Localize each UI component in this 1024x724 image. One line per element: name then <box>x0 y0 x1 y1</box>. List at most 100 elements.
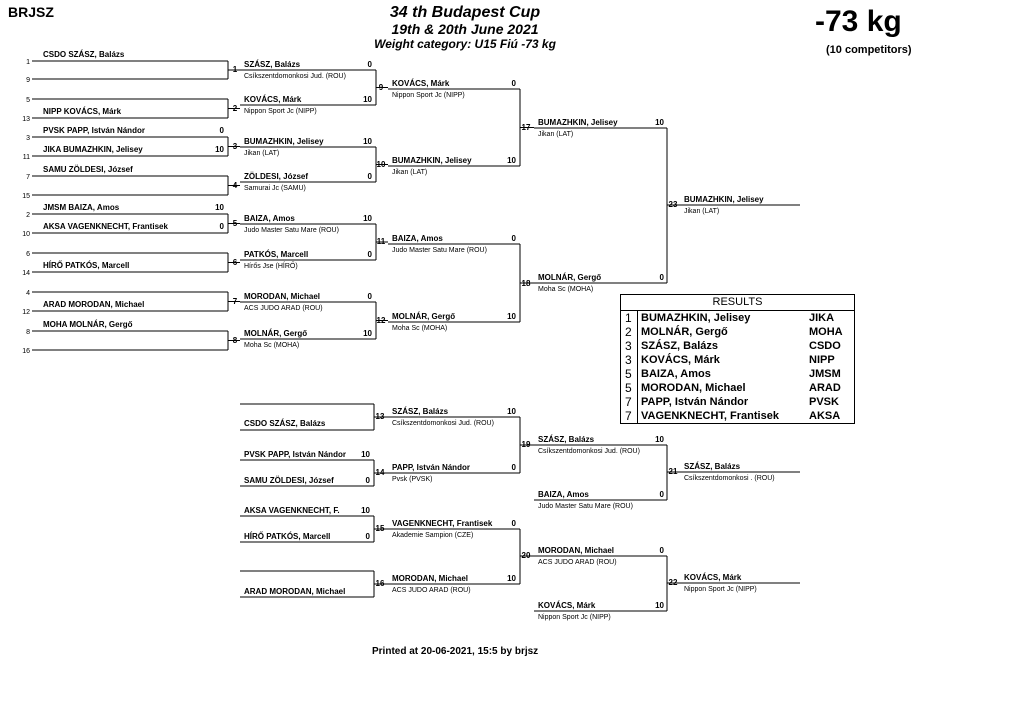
rep-entry: SAMU ZÖLDESI, József <box>244 476 334 485</box>
draw-seed: 2 <box>26 212 30 219</box>
draw-score: 10 <box>215 145 224 154</box>
draw-seed: 9 <box>26 77 30 84</box>
result-club: AKSA <box>809 410 841 422</box>
r1-score: 0 <box>367 292 372 301</box>
semi-score: 0 <box>659 273 664 282</box>
r1-name: ZÖLDESI, József <box>244 172 309 181</box>
r1-name: MOLNÁR, Gergő <box>244 329 308 338</box>
r1-score: 0 <box>367 60 372 69</box>
rep-score: 0 <box>511 463 516 472</box>
r1-club: Hírős Jse (HÍRŐ) <box>244 263 298 270</box>
r1-club: Samurai Jc (SAMU) <box>244 185 306 192</box>
draw-entry: ARAD MORODAN, Michael <box>43 300 145 309</box>
r1-name: SZÁSZ, Balázs <box>244 60 301 69</box>
rep-entry: PVSK PAPP, István Nándor <box>244 450 346 459</box>
draw-seed: 13 <box>22 116 30 123</box>
result-name: KOVÁCS, Márk <box>641 354 720 366</box>
tournament-dates: 19th & 20th June 2021 <box>391 21 539 37</box>
match-number: 22 <box>668 578 678 587</box>
r2-name: BUMAZHKIN, Jelisey <box>392 156 472 165</box>
r2-score: 0 <box>511 79 516 88</box>
r2-club: Nippon Sport Jc (NIPP) <box>392 92 465 99</box>
bronze-club: Nippon Sport Jc (NIPP) <box>684 586 757 593</box>
draw-entry: CSDO SZÁSZ, Balázs <box>43 50 125 59</box>
semi-club: Jikan (LAT) <box>538 131 574 138</box>
draw-seed: 4 <box>26 290 30 297</box>
results-title: RESULTS <box>621 295 854 311</box>
rep-entry: AKSA VAGENKNECHT, F. <box>244 506 340 515</box>
r1-club: Nippon Sport Jc (NIPP) <box>244 108 317 115</box>
match-number: 8 <box>232 335 238 345</box>
match-number: 13 <box>375 412 385 421</box>
r1-score: 0 <box>367 250 372 259</box>
draw-score: 0 <box>219 222 224 231</box>
draw-seed: 1 <box>26 59 30 66</box>
draw-score: 0 <box>219 126 224 135</box>
rep-entry: ARAD MORODAN, Michael <box>244 587 346 596</box>
result-name: MORODAN, Michael <box>641 382 746 394</box>
rep-score: 10 <box>361 506 370 515</box>
r1-club: Judo Master Satu Mare (ROU) <box>244 227 339 234</box>
match-number: 3 <box>232 141 238 151</box>
result-rank: 1 <box>625 311 638 325</box>
rep-club: Nippon Sport Jc (NIPP) <box>538 614 611 621</box>
rep-entry: HÍRŐ PATKÓS, Marcell <box>244 532 331 541</box>
draw-entry: MOHA MOLNÁR, Gergő <box>43 320 133 329</box>
draw-seed: 8 <box>26 329 30 336</box>
r1-score: 10 <box>363 214 372 223</box>
r2-score: 10 <box>507 156 516 165</box>
competitor-count: (10 competitors) <box>826 44 912 56</box>
r1-name: BUMAZHKIN, Jelisey <box>244 137 324 146</box>
match-number: 15 <box>375 524 385 533</box>
r1-score: 10 <box>363 329 372 338</box>
draw-seed: 3 <box>26 135 30 142</box>
draw-seed: 5 <box>26 97 30 104</box>
r1-score: 10 <box>363 137 372 146</box>
draw-seed: 12 <box>22 309 30 316</box>
result-club: JIKA <box>809 312 835 324</box>
result-rank: 5 <box>625 381 638 395</box>
match-number: 12 <box>376 315 386 325</box>
result-name: SZÁSZ, Balázs <box>641 340 719 352</box>
bronze-name: SZÁSZ, Balázs <box>684 462 741 471</box>
semi-club: Moha Sc (MOHA) <box>538 286 594 293</box>
match-number: 18 <box>521 279 531 288</box>
draw-entry: SAMU ZÖLDESI, József <box>43 165 133 174</box>
rep-score: 0 <box>365 532 370 541</box>
r2-name: KOVÁCS, Márk <box>392 79 450 88</box>
r2-score: 0 <box>511 234 516 243</box>
draw-seed: 16 <box>22 348 30 355</box>
semi-name: BUMAZHKIN, Jelisey <box>538 118 618 127</box>
r2-club: Moha Sc (MOHA) <box>392 325 448 332</box>
result-club: ARAD <box>809 382 841 394</box>
bronze-club: Csíkszentdomonkosi . (ROU) <box>684 475 775 482</box>
r1-score: 0 <box>367 172 372 181</box>
draw-seed: 7 <box>26 174 30 181</box>
rep-club: ACS JUDO ARAD (ROU) <box>538 559 617 566</box>
result-name: BAIZA, Amos <box>641 368 711 380</box>
match-number: 9 <box>378 82 384 92</box>
result-name: PAPP, István Nándor <box>641 396 749 408</box>
draw-seed: 15 <box>22 193 30 200</box>
draw-seed: 14 <box>22 270 30 277</box>
weight-class: -73 kg <box>815 5 902 38</box>
rep-name: KOVÁCS, Márk <box>538 601 596 610</box>
match-number: 19 <box>521 440 531 449</box>
rep-club: Judo Master Satu Mare (ROU) <box>538 503 633 510</box>
draw-seed: 6 <box>26 251 30 258</box>
match-number: 14 <box>375 468 385 477</box>
semi-name: MOLNÁR, Gergő <box>538 273 602 282</box>
r1-club: ACS JUDO ARAD (ROU) <box>244 305 323 312</box>
match-number: 5 <box>232 218 238 228</box>
match-number: 23 <box>668 200 678 209</box>
tournament-title: 34 th Budapest Cup <box>389 4 541 21</box>
r1-name: MORODAN, Michael <box>244 292 321 301</box>
result-name: MOLNÁR, Gergő <box>641 326 728 338</box>
draw-score: 10 <box>215 203 224 212</box>
rep-score: 0 <box>659 490 664 499</box>
